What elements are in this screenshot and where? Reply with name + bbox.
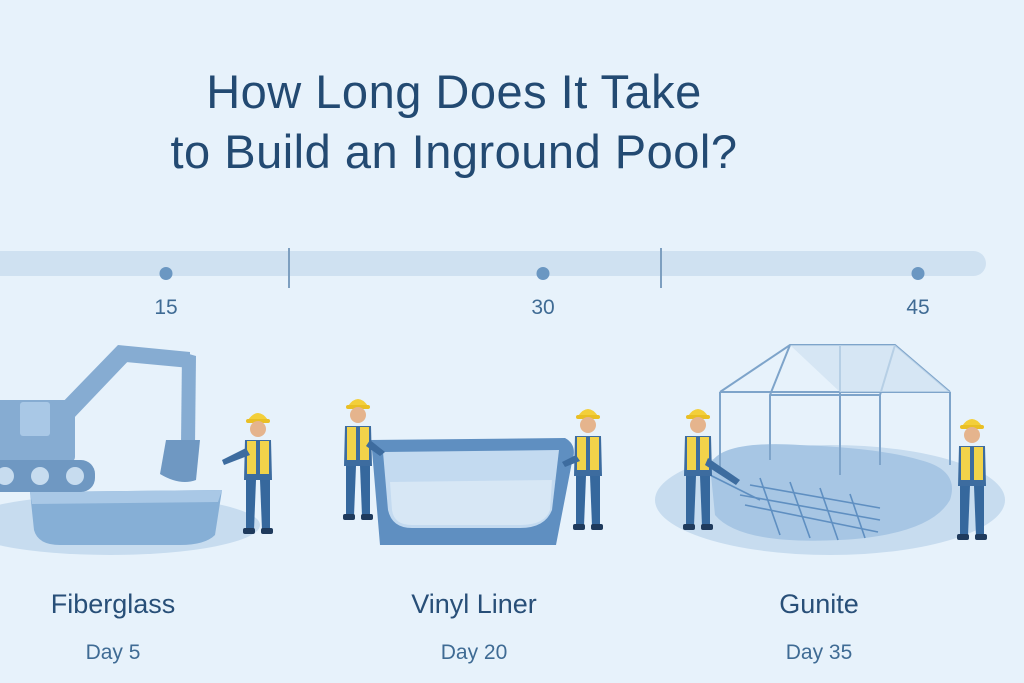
timeline-marker-45 — [911, 267, 925, 280]
gunite-rebar-canopy-icon — [655, 344, 1005, 555]
timeline-marker-30 — [536, 267, 550, 280]
method-name: Vinyl Liner — [411, 589, 537, 619]
timeline-label-45: 45 — [906, 296, 930, 319]
excavator-fiberglass-shell-icon — [0, 345, 273, 555]
method-day: Day 35 — [785, 641, 853, 664]
page-title: How Long Does It Take to Build an Ingrou… — [0, 62, 908, 182]
timeline-divider — [660, 248, 662, 288]
vinyl-liner-pool-icon — [343, 399, 603, 545]
timeline-divider — [288, 248, 290, 288]
title-line-2: to Build an Inground Pool? — [170, 125, 738, 178]
method-name: Gunite — [779, 589, 859, 619]
method-fiberglass: Fiberglass Day 5 — [0, 588, 233, 666]
timeline-label-15: 15 — [154, 296, 178, 319]
method-gunite: Gunite Day 35 — [699, 588, 939, 666]
method-name: Fiberglass — [50, 589, 176, 619]
method-day: Day 20 — [440, 641, 508, 664]
method-vinyl-liner: Vinyl Liner Day 20 — [354, 588, 594, 666]
title-line-1: How Long Does It Take — [206, 65, 702, 118]
method-day: Day 5 — [85, 641, 141, 664]
timeline-label-30: 30 — [531, 296, 555, 319]
timeline-marker-15 — [159, 267, 173, 280]
